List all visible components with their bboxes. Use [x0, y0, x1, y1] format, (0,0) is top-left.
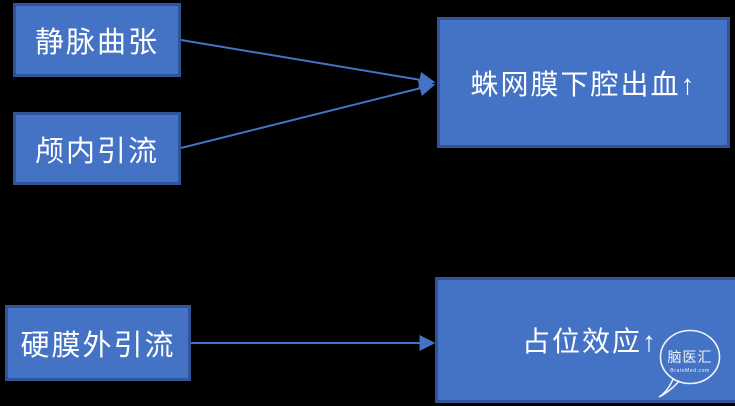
node-intracranial-drainage: 颅内引流	[13, 112, 181, 185]
node-epidural-drainage-label: 硬膜外引流	[20, 330, 176, 362]
speech-bubble-icon	[659, 329, 721, 385]
speech-bubble-tail-icon	[658, 378, 680, 398]
node-epidural-drainage: 硬膜外引流	[5, 305, 191, 381]
node-subarachnoid-hemorrhage-label: 蛛网膜下腔出血↑	[470, 68, 697, 100]
watermark-subtitle: BrainMed.com	[670, 368, 709, 374]
node-varicose-veins: 静脉曲张	[13, 3, 181, 77]
arrow-varicose-to-sah	[180, 39, 436, 88]
watermark-title: 脑医汇	[668, 349, 713, 365]
node-varicose-veins-label: 静脉曲张	[34, 27, 159, 59]
node-subarachnoid-hemorrhage: 蛛网膜下腔出血↑	[437, 17, 730, 148]
node-mass-effect: 占位效应↑	[435, 277, 735, 403]
arrow-intracranial-to-sah	[180, 80, 436, 149]
brainmed-watermark-logo: 脑医汇 BrainMed.com	[658, 329, 721, 398]
node-intracranial-drainage-label: 颅内引流	[34, 135, 159, 168]
node-mass-effect-label: 占位效应↑	[521, 326, 658, 357]
